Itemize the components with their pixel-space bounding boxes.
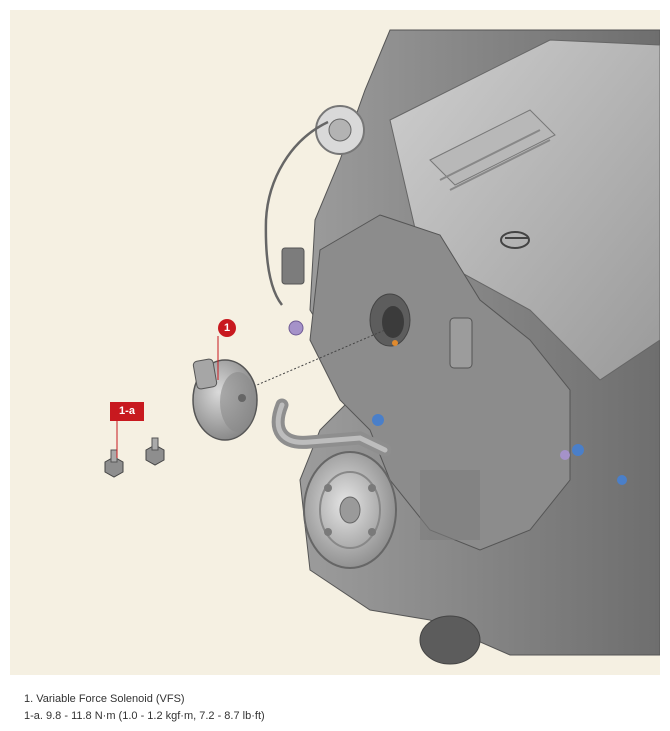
- bolt-callout-tag: 1-a: [110, 402, 144, 421]
- crank-pulley: [303, 451, 397, 569]
- bolt-left: [104, 449, 124, 478]
- install-line: [249, 329, 386, 389]
- bolt-right: [145, 437, 165, 466]
- engine-illustration: [104, 29, 660, 665]
- part-callout-marker: 1: [218, 319, 236, 337]
- oil-symbol-icon: [500, 231, 530, 249]
- legend-item-vfs: 1. Variable Force Solenoid (VFS): [24, 693, 185, 705]
- legend: 1. Variable Force Solenoid (VFS) 1-a. 9.…: [24, 691, 644, 725]
- vfs-solenoid: [192, 358, 258, 441]
- legend-item-torque: 1-a. 9.8 - 11.8 N·m (1.0 - 1.2 kgf·m, 7.…: [24, 710, 265, 722]
- diagram-panel: 1 1-a: [10, 10, 660, 675]
- timing-cover: [309, 214, 571, 551]
